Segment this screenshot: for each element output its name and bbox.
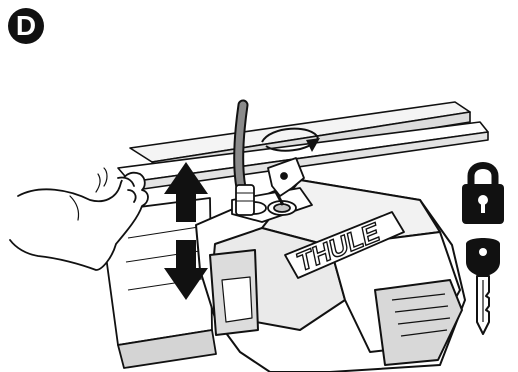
padlock-icon [462,166,504,225]
key-icon [466,238,500,334]
